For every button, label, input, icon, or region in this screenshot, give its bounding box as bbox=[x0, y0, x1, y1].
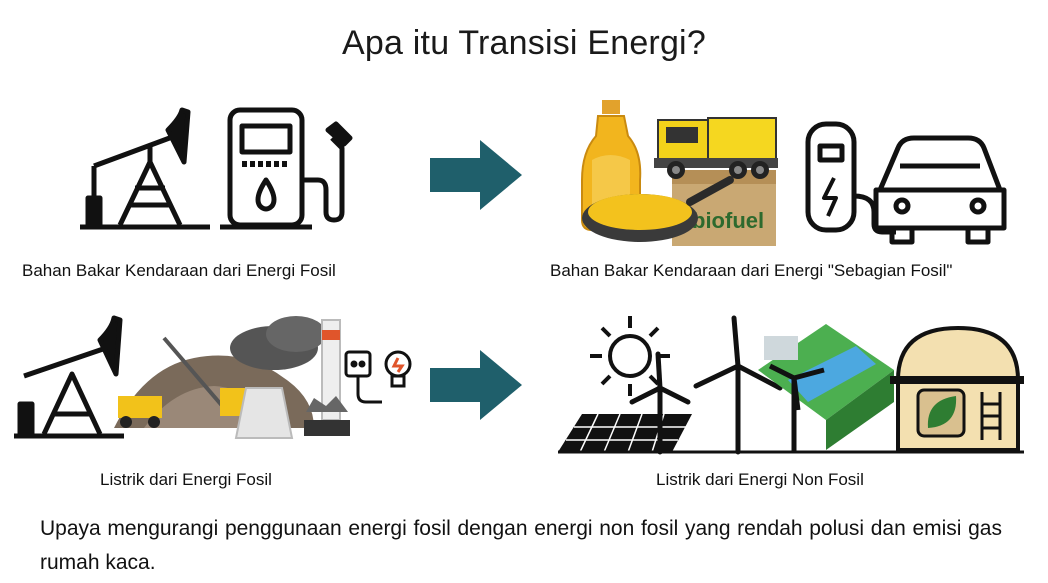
non-fossil-electricity-illustration bbox=[558, 315, 1024, 455]
caption-partial-fossil-vehicle-fuel: Bahan Bakar Kendaraan dari Energi "Sebag… bbox=[550, 261, 953, 280]
transition-arrow-icon bbox=[430, 350, 522, 420]
partial-fossil-vehicle-illustration: biofuel bbox=[581, 100, 1007, 246]
fossil-electricity-illustration bbox=[14, 315, 412, 439]
electric-car-icon bbox=[873, 135, 1007, 245]
oil-pumpjack-icon bbox=[14, 315, 124, 439]
plug-bulb-icon bbox=[344, 350, 412, 404]
power-plant-icon bbox=[230, 316, 350, 439]
caption-fossil-electricity: Listrik dari Energi Fosil bbox=[100, 470, 272, 489]
frying-pan-icon bbox=[582, 176, 734, 242]
description-text: Upaya mengurangi penggunaan energi fosil… bbox=[40, 517, 1002, 574]
fossil-fuel-vehicle-illustration bbox=[80, 107, 353, 230]
truck-icon bbox=[654, 117, 778, 179]
page-title: Apa itu Transisi Energi? bbox=[342, 24, 706, 62]
oil-pumpjack-icon bbox=[80, 107, 210, 230]
biofuel-label: biofuel bbox=[692, 208, 764, 233]
caption-non-fossil-electricity: Listrik dari Energi Non Fosil bbox=[656, 470, 864, 489]
biogas-tank-icon bbox=[890, 325, 1024, 452]
hydro-dam-icon bbox=[758, 324, 894, 452]
transition-arrow-icon bbox=[430, 140, 522, 210]
fuel-pump-icon bbox=[220, 107, 353, 230]
wind-turbine-icon bbox=[629, 315, 783, 455]
solar-panel-icon bbox=[558, 413, 692, 453]
caption-fossil-vehicle-fuel: Bahan Bakar Kendaraan dari Energi Fosil bbox=[22, 261, 336, 280]
